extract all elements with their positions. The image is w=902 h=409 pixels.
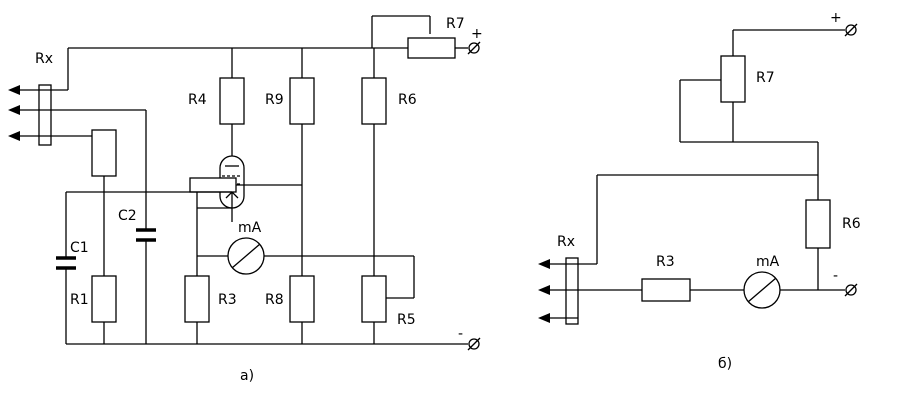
r5-resistor-a [361,275,387,323]
rx-connector-a [8,84,52,146]
r5-label-a: R5 [397,312,416,328]
r3-resistor-a [184,275,210,323]
r6-label-a: R6 [398,92,417,108]
minus-label-b: - [833,268,838,284]
caption-b: б) [718,356,732,372]
rx-connector-b [538,257,579,325]
ma-label-b: mA [756,254,780,270]
diagram-b: + R7 Rx R3 [538,10,861,372]
diagram-a: Rx + R7 R4 R9 R6 [8,15,483,384]
minus-label-a: - [458,326,463,342]
r1-label-a: R1 [70,292,89,308]
r1-resistor-a [91,275,117,323]
terminal-minus-a [467,337,481,351]
r7-label-b: R7 [756,70,775,86]
milliammeter-a [227,237,265,275]
terminal-plus-a [467,41,481,55]
r7-resistor-b [720,55,746,103]
top-rail-a [51,15,468,91]
rx-label-b: Rx [557,234,575,250]
r9-label-a: R9 [265,92,284,108]
r4-label-a: R4 [188,92,207,108]
r3-resistor-b [641,278,691,302]
terminal-plus-b [844,23,858,37]
r3-label-b: R3 [656,254,675,270]
r6-resistor-a [361,77,387,125]
c2-label-a: C2 [118,208,137,224]
ma-label-a: mA [238,220,262,236]
c1-label-a: C1 [70,240,89,256]
r8-resistor-a [289,275,315,323]
r6-resistor-b [805,199,831,249]
caption-a: а) [240,368,254,384]
r3-label-a: R3 [218,292,237,308]
milliammeter-b [743,271,781,309]
plus-label-a: + [471,26,483,42]
r7-label-a: R7 [446,16,465,32]
r8-label-a: R8 [265,292,284,308]
r4-resistor-a [219,77,245,125]
terminal-minus-b [844,283,858,297]
r7-resistor-a [407,37,456,59]
r6-label-b: R6 [842,216,861,232]
plus-label-b: + [830,10,842,26]
r9-resistor-a [289,77,315,125]
resistor-unlabeled-a [91,129,117,177]
rx-label-a: Rx [35,51,53,67]
